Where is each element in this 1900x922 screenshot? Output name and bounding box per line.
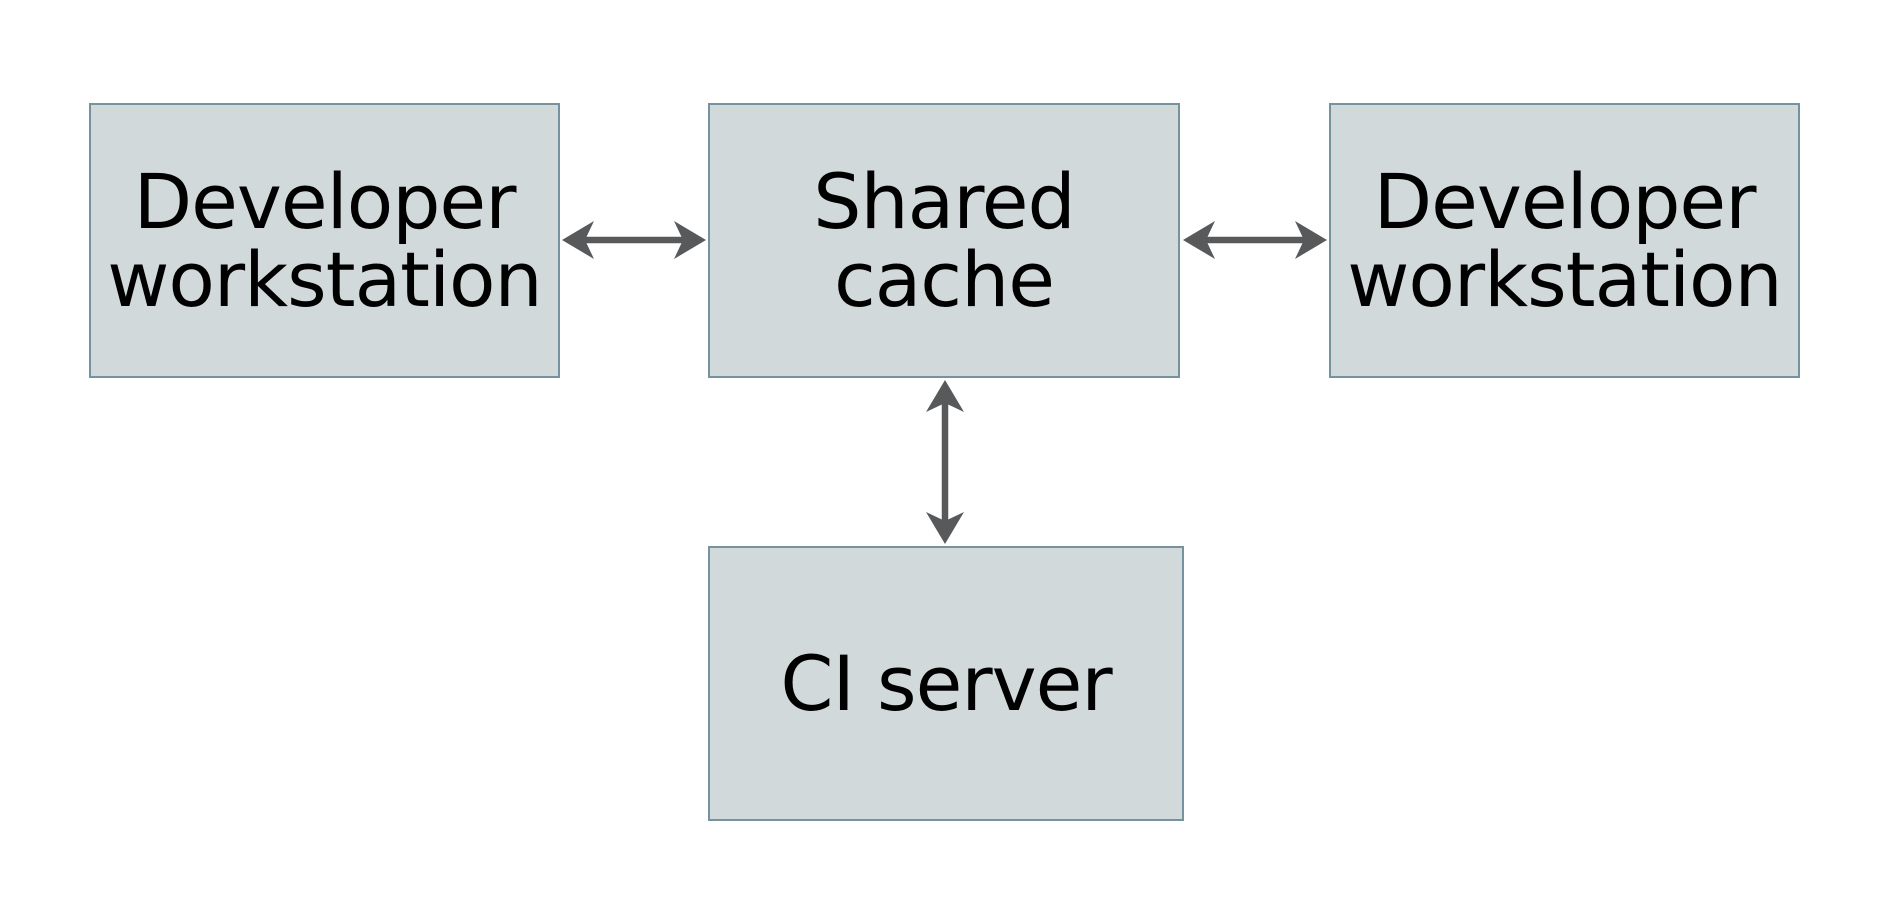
double-arrow-left-workstation-shared-cache-icon	[562, 221, 706, 259]
node-label-developer-workstation-right: Developer workstation	[1347, 156, 1782, 324]
node-developer-workstation-left: Developer workstation	[89, 103, 560, 378]
node-label-shared-cache: Shared cache	[813, 156, 1076, 324]
node-ci-server: CI server	[708, 546, 1184, 821]
arrowhead-up	[926, 380, 964, 412]
node-developer-workstation-right: Developer workstation	[1329, 103, 1800, 378]
node-label-developer-workstation-left: Developer workstation	[107, 156, 542, 324]
node-label-ci-server: CI server	[780, 638, 1112, 728]
arrowhead-left	[562, 221, 594, 259]
arrowhead-right	[674, 221, 706, 259]
node-shared-cache: Shared cache	[708, 103, 1180, 378]
arrowhead-left	[1183, 221, 1215, 259]
arrowhead-right	[1295, 221, 1327, 259]
double-arrow-shared-cache-ci-server-icon	[926, 380, 964, 544]
arrowhead-down	[926, 512, 964, 544]
double-arrow-shared-cache-right-workstation-icon	[1183, 221, 1327, 259]
